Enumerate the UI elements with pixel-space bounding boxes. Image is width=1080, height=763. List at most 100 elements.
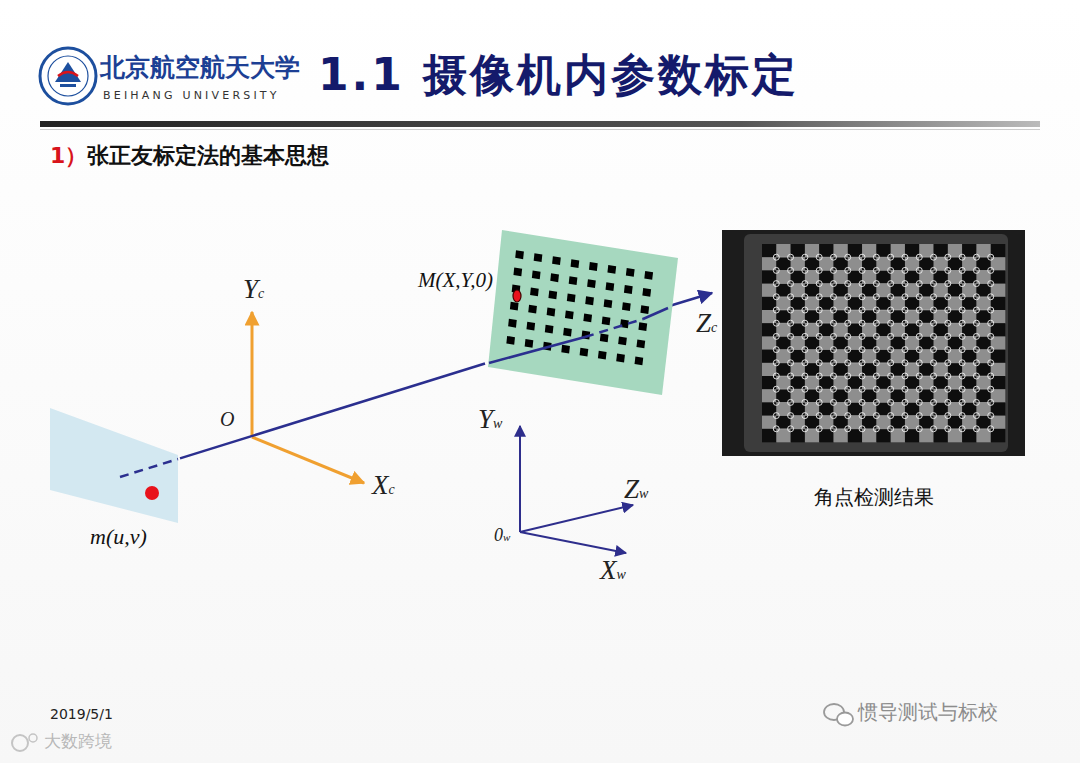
detected-corner [802, 386, 808, 392]
detected-corner [773, 386, 779, 392]
detected-corner [973, 360, 979, 366]
detected-corner [931, 307, 937, 313]
detected-corner [859, 399, 865, 405]
detected-corner [859, 294, 865, 300]
board-square [600, 334, 609, 343]
detected-corner [973, 294, 979, 300]
detected-corner [859, 267, 865, 273]
board-square [526, 322, 535, 331]
watermark: 大数跨境 [44, 732, 112, 752]
board-square [638, 322, 647, 331]
detected-corner [873, 386, 879, 392]
detected-corner [988, 373, 994, 379]
detected-corner [973, 426, 979, 432]
board-square [622, 302, 631, 311]
board-square [604, 299, 613, 308]
detected-corner [902, 294, 908, 300]
detected-corner [773, 254, 779, 260]
detected-corner [988, 281, 994, 287]
detected-corner [888, 373, 894, 379]
detected-corner [802, 373, 808, 379]
detected-corner [988, 267, 994, 273]
corner-link [776, 362, 990, 363]
detected-corner [802, 413, 808, 419]
detected-corner [931, 294, 937, 300]
detected-corner [816, 360, 822, 366]
photo-background [722, 230, 1025, 456]
detected-corner [859, 254, 865, 260]
detected-corner [888, 281, 894, 287]
detected-corner [888, 347, 894, 353]
detected-corner [902, 307, 908, 313]
detected-corner [931, 333, 937, 339]
detected-corner [773, 399, 779, 405]
detected-corner [888, 399, 894, 405]
detected-corner [988, 347, 994, 353]
detected-corner [859, 320, 865, 326]
detected-corner [902, 413, 908, 419]
origin-label: 0w [494, 526, 510, 544]
detected-corner [788, 267, 794, 273]
detected-corner [959, 267, 965, 273]
detected-corner [816, 333, 822, 339]
detected-corner [988, 399, 994, 405]
board-square [532, 270, 541, 279]
projection-ray [489, 337, 585, 363]
detected-corner [859, 333, 865, 339]
detected-corner [973, 267, 979, 273]
detected-corner [916, 267, 922, 273]
wechat-icon [824, 704, 853, 726]
corner-link [776, 415, 990, 416]
detected-corner [873, 413, 879, 419]
detected-corner [845, 413, 851, 419]
detected-corner [773, 267, 779, 273]
detected-corner [873, 426, 879, 432]
detected-corner [959, 360, 965, 366]
detected-corner [902, 267, 908, 273]
detected-corner [916, 426, 922, 432]
detected-corner [945, 399, 951, 405]
detected-corner [816, 267, 822, 273]
detected-corner [902, 254, 908, 260]
board-square [513, 267, 522, 276]
world-z-axis [520, 505, 633, 532]
detected-corner [945, 386, 951, 392]
detected-corner [788, 347, 794, 353]
board-square [528, 305, 537, 314]
watermark-mark [12, 735, 28, 751]
detected-corner [830, 294, 836, 300]
header-rule [40, 129, 1040, 130]
detected-corner [888, 267, 894, 273]
board-square [567, 293, 576, 302]
detected-corner [945, 413, 951, 419]
detected-corner [873, 360, 879, 366]
detected-corner [902, 333, 908, 339]
detected-corner [788, 399, 794, 405]
detected-corner [802, 267, 808, 273]
detected-corner [902, 320, 908, 326]
world-x-axis [520, 532, 626, 553]
university-name-cn: 北京航空航天大学 [100, 54, 300, 83]
board-square [598, 351, 607, 360]
detected-corner [888, 294, 894, 300]
detected-corner [788, 386, 794, 392]
detected-corner [802, 426, 808, 432]
detected-corner [945, 360, 951, 366]
detected-corner [973, 373, 979, 379]
slide-date: 2019/5/1 [50, 706, 113, 722]
detected-corner [931, 360, 937, 366]
detected-corner [916, 386, 922, 392]
detected-corner [931, 267, 937, 273]
board-square [635, 357, 644, 366]
detected-corner [959, 333, 965, 339]
board-square [506, 336, 515, 345]
projection-ray [585, 319, 643, 337]
detected-corner [945, 320, 951, 326]
detected-corner [888, 254, 894, 260]
detected-corner [888, 426, 894, 432]
calibration-board: M(X,Y,0) [485, 228, 681, 398]
detected-corner [859, 426, 865, 432]
detected-corner [888, 386, 894, 392]
detected-corner [931, 373, 937, 379]
